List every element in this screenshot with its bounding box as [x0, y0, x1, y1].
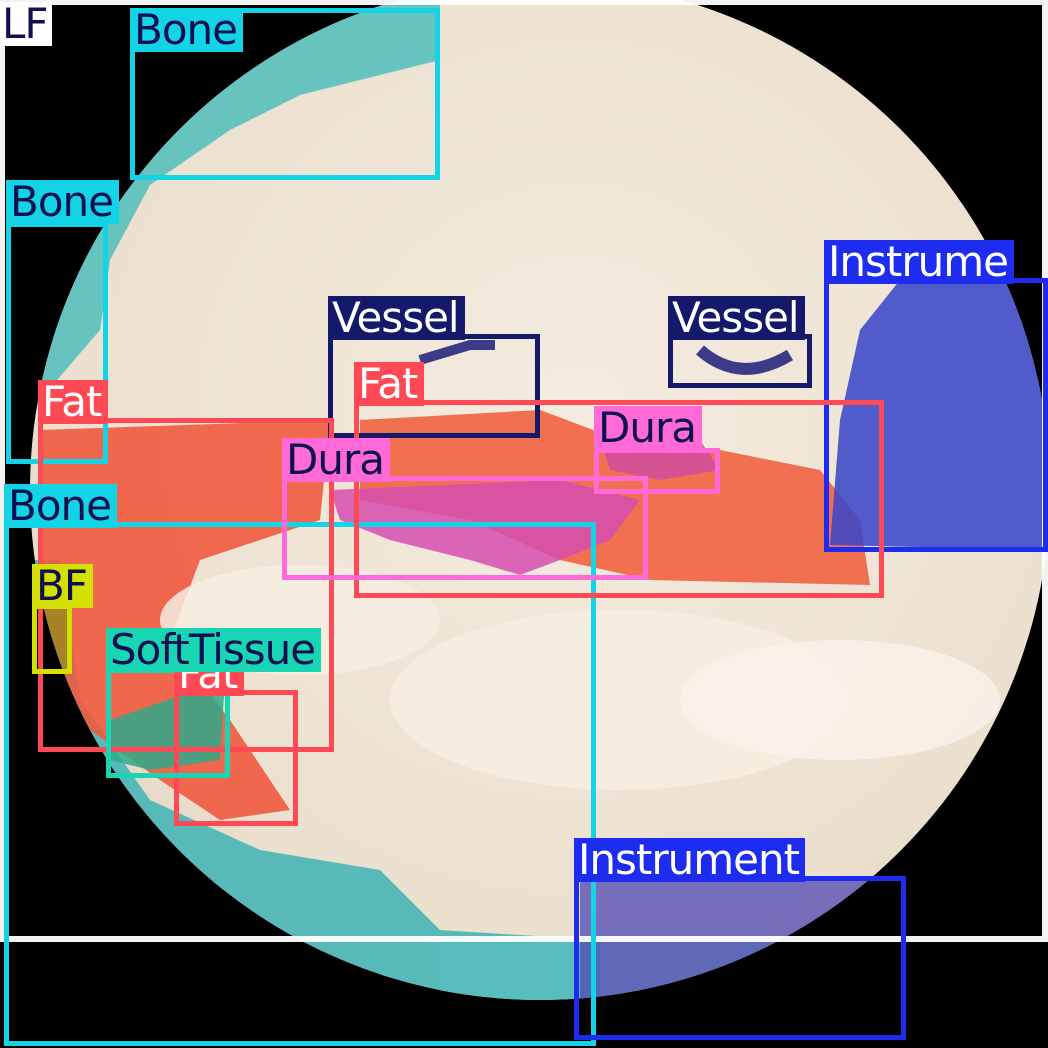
bf-box: [32, 604, 72, 674]
bone-bottom-box: [4, 522, 596, 1046]
lf-label: LF: [0, 2, 52, 46]
soft-tissue-label: SoftTissue: [106, 628, 322, 672]
bone-top-box: [130, 8, 440, 180]
dura-left-label: Dura: [282, 438, 390, 482]
instrument-bottom-box: [574, 876, 906, 1040]
fat-center-box: [354, 400, 884, 598]
vessel-left-label: Vessel: [328, 296, 465, 340]
bone-top-label: Bone: [130, 8, 243, 52]
dura-left-box: [282, 476, 648, 580]
bone-left-box: [6, 222, 108, 464]
bone-bottom-label: Bone: [4, 484, 117, 528]
bone-left-label: Bone: [6, 180, 119, 224]
bf-label: BF: [32, 564, 93, 608]
instrument-right-label: Instrume: [824, 240, 1014, 284]
instrument-bottom-label: Instrument: [574, 838, 806, 882]
dura-right-label: Dura: [594, 406, 702, 450]
fat-center-label: Fat: [354, 362, 424, 406]
vessel-right-label: Vessel: [668, 296, 805, 340]
vessel-right-box: [668, 334, 812, 388]
dura-right-box: [594, 448, 720, 494]
fat-left-label: Fat: [38, 380, 108, 424]
